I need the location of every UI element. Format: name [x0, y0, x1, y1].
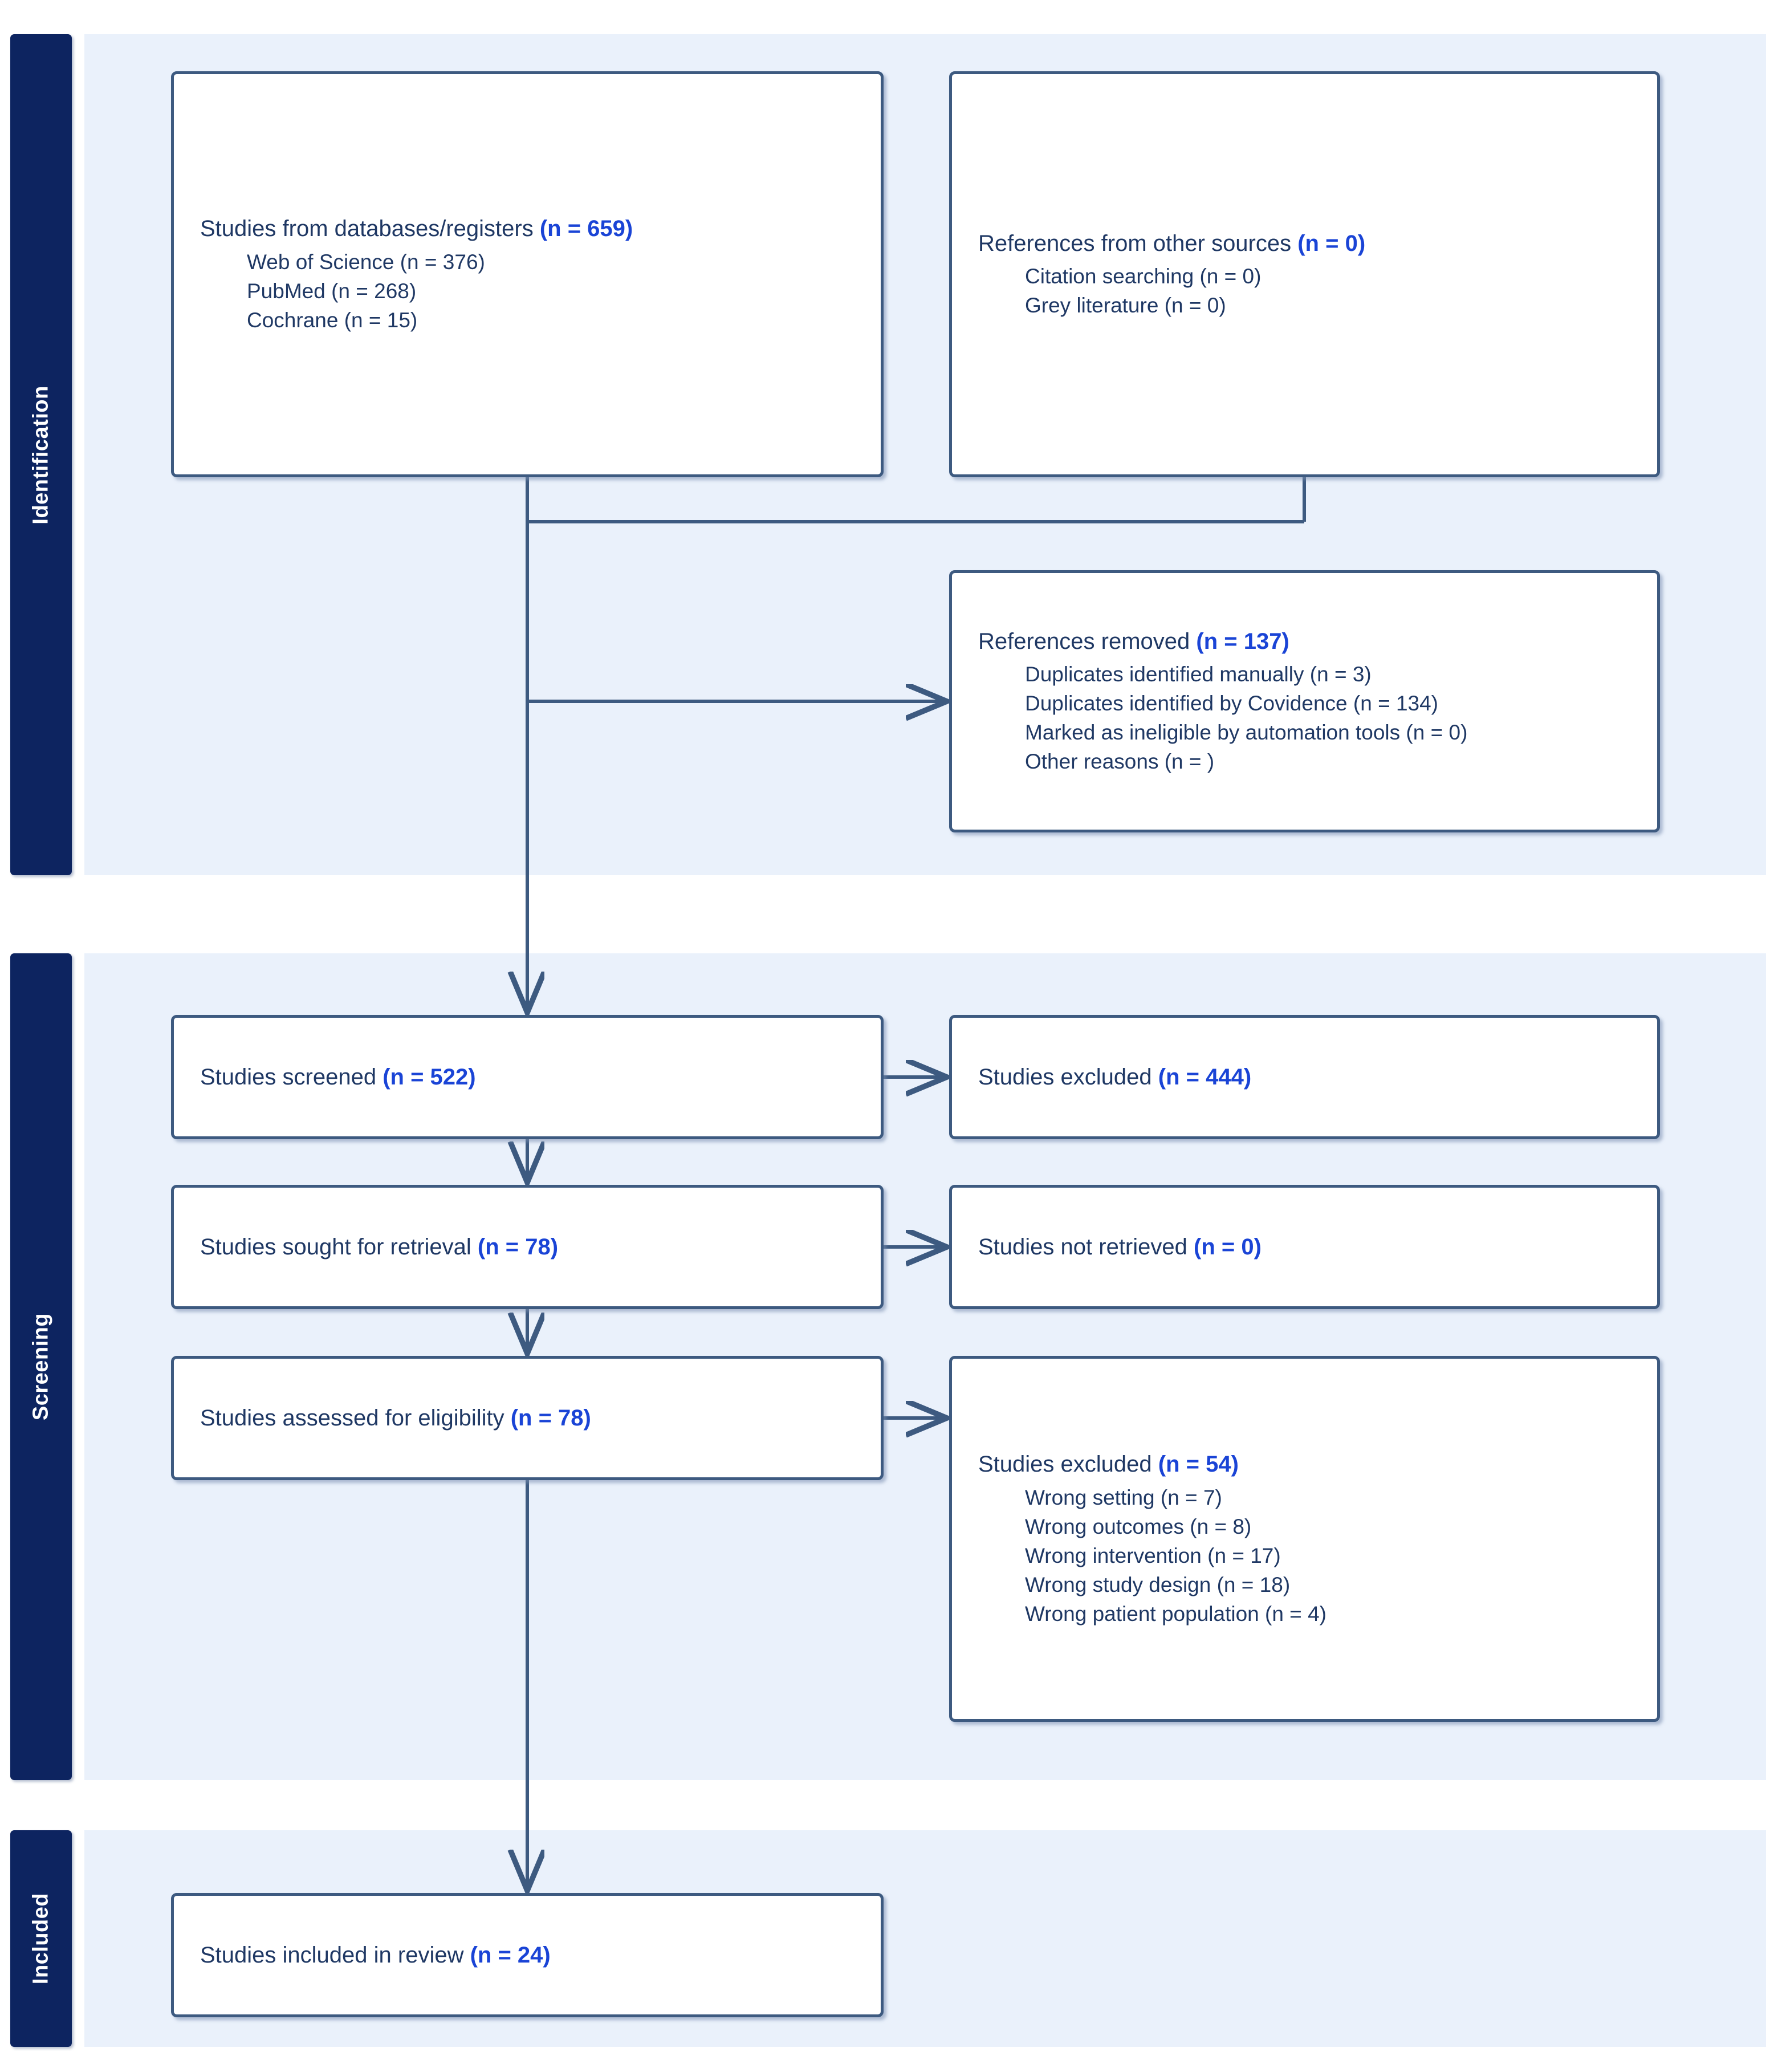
- box-content: Studies from databases/registers (n = 65…: [174, 214, 881, 335]
- list-item: Citation searching (n = 0): [1025, 265, 1262, 289]
- box-content: References removed (n = 137) Duplicates …: [952, 627, 1657, 777]
- box-sublist: Wrong setting (n = 7) Wrong outcomes (n …: [978, 1483, 1631, 1628]
- box-headline: Studies excluded (n = 54): [978, 1449, 1631, 1480]
- box-studies-not-retrieved: Studies not retrieved (n = 0): [949, 1185, 1660, 1309]
- box-content: Studies excluded (n = 54) Wrong setting …: [952, 1449, 1657, 1628]
- headline-label: Studies excluded: [978, 1451, 1158, 1477]
- box-studies-from-databases: Studies from databases/registers (n = 65…: [171, 71, 884, 477]
- stage-label-included: Included: [10, 1830, 72, 2047]
- box-sublist: Web of Science (n = 376) PubMed (n = 268…: [200, 247, 854, 335]
- box-studies-excluded-screening: Studies excluded (n = 444): [949, 1015, 1660, 1139]
- headline-count: (n = 78): [477, 1234, 559, 1260]
- list-item: Wrong setting (n = 7): [1025, 1485, 1222, 1509]
- box-content: Studies included in review (n = 24): [174, 1940, 881, 1971]
- stage-label-identification-text: Identification: [29, 385, 53, 525]
- headline-count: (n = 659): [539, 216, 633, 242]
- box-headline: Studies sought for retrieval (n = 78): [200, 1232, 854, 1262]
- box-references-removed: References removed (n = 137) Duplicates …: [949, 570, 1660, 832]
- list-item: Cochrane (n = 15): [247, 308, 418, 332]
- list-item: Duplicates identified manually (n = 3): [1025, 663, 1372, 686]
- box-studies-sought-retrieval: Studies sought for retrieval (n = 78): [171, 1185, 884, 1309]
- headline-count: (n = 0): [1297, 230, 1366, 256]
- box-content: Studies screened (n = 522): [174, 1062, 881, 1092]
- headline-count: (n = 54): [1158, 1451, 1239, 1477]
- list-item: Other reasons (n = ): [1025, 750, 1215, 774]
- list-item: Duplicates identified by Covidence (n = …: [1025, 692, 1439, 716]
- stage-label-screening-text: Screening: [29, 1313, 53, 1421]
- box-headline: Studies included in review (n = 24): [200, 1940, 854, 1971]
- list-item: Grey literature (n = 0): [1025, 294, 1226, 318]
- box-headline: Studies assessed for eligibility (n = 78…: [200, 1403, 854, 1433]
- headline-count: (n = 24): [470, 1942, 551, 1968]
- headline-label: References from other sources: [978, 230, 1298, 256]
- headline-label: References removed: [978, 628, 1197, 654]
- list-item: Marked as ineligible by automation tools…: [1025, 721, 1468, 745]
- headline-label: Studies excluded: [978, 1064, 1158, 1090]
- box-sublist: Duplicates identified manually (n = 3) D…: [978, 660, 1631, 776]
- headline-label: Studies screened: [200, 1064, 383, 1090]
- box-content: Studies assessed for eligibility (n = 78…: [174, 1403, 881, 1433]
- list-item: Wrong outcomes (n = 8): [1025, 1514, 1252, 1538]
- box-content: Studies excluded (n = 444): [952, 1062, 1657, 1092]
- headline-label: Studies from databases/registers: [200, 216, 540, 242]
- box-references-other-sources: References from other sources (n = 0) Ci…: [949, 71, 1660, 477]
- stage-label-included-text: Included: [29, 1892, 53, 1985]
- box-content: Studies sought for retrieval (n = 78): [174, 1232, 881, 1262]
- headline-label: Studies sought for retrieval: [200, 1234, 478, 1260]
- box-headline: Studies excluded (n = 444): [978, 1062, 1631, 1092]
- box-headline: Studies not retrieved (n = 0): [978, 1232, 1631, 1262]
- box-studies-assessed-eligibility: Studies assessed for eligibility (n = 78…: [171, 1356, 884, 1480]
- box-content: References from other sources (n = 0) Ci…: [952, 229, 1657, 320]
- list-item: Wrong patient population (n = 4): [1025, 1602, 1326, 1626]
- box-studies-excluded-eligibility: Studies excluded (n = 54) Wrong setting …: [949, 1356, 1660, 1722]
- box-content: Studies not retrieved (n = 0): [952, 1232, 1657, 1262]
- headline-label: Studies not retrieved: [978, 1234, 1194, 1260]
- headline-label: Studies included in review: [200, 1942, 470, 1968]
- box-headline: Studies screened (n = 522): [200, 1062, 854, 1092]
- headline-count: (n = 522): [383, 1064, 476, 1090]
- box-headline: References from other sources (n = 0): [978, 229, 1631, 259]
- list-item: Web of Science (n = 376): [247, 250, 485, 274]
- list-item: Wrong study design (n = 18): [1025, 1573, 1291, 1596]
- list-item: Wrong intervention (n = 17): [1025, 1543, 1281, 1567]
- stage-label-screening: Screening: [10, 953, 72, 1780]
- stage-label-identification: Identification: [10, 34, 72, 875]
- headline-count: (n = 0): [1194, 1234, 1262, 1260]
- headline-count: (n = 444): [1158, 1064, 1252, 1090]
- box-headline: References removed (n = 137): [978, 627, 1631, 657]
- box-studies-included-in-review: Studies included in review (n = 24): [171, 1893, 884, 2017]
- box-sublist: Citation searching (n = 0) Grey literatu…: [978, 262, 1631, 320]
- box-studies-screened: Studies screened (n = 522): [171, 1015, 884, 1139]
- headline-count: (n = 137): [1196, 628, 1289, 654]
- box-headline: Studies from databases/registers (n = 65…: [200, 214, 854, 244]
- headline-label: Studies assessed for eligibility: [200, 1405, 511, 1431]
- list-item: PubMed (n = 268): [247, 279, 417, 303]
- headline-count: (n = 78): [510, 1405, 591, 1431]
